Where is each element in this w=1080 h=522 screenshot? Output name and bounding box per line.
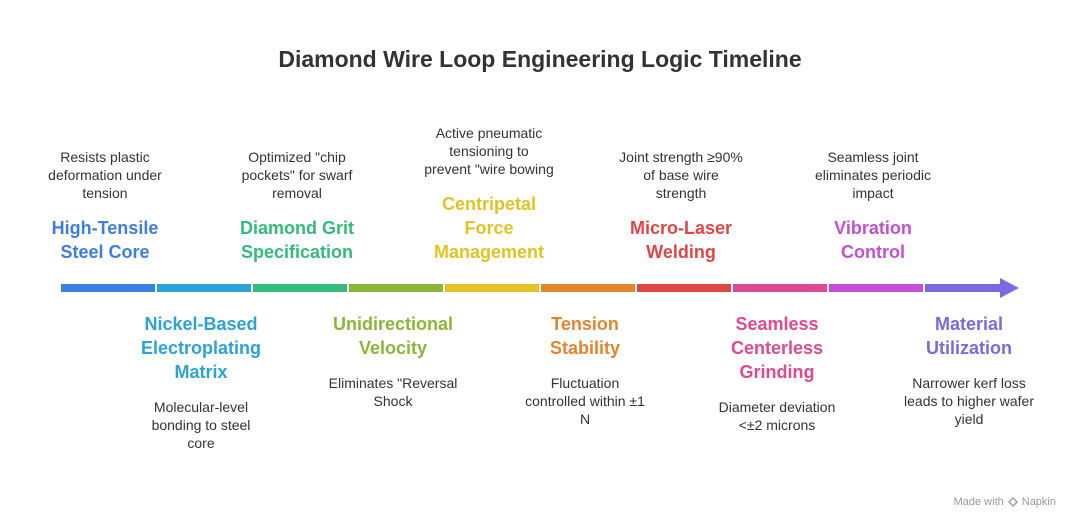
- timeline-item-description-line: eliminates periodic: [815, 167, 931, 183]
- timeline-item-label-line: Welding: [646, 242, 716, 262]
- timeline-segment: [541, 284, 635, 292]
- timeline-item-description-line: Optimized "chip: [248, 149, 346, 165]
- timeline-segment: [733, 284, 827, 292]
- timeline-item-description: Resists plastic deformation under tension: [30, 148, 180, 202]
- timeline-item-description-line: N: [579, 411, 591, 427]
- timeline-item-label-line: High-Tensile: [51, 218, 159, 238]
- timeline-item-description-line: yield: [954, 411, 984, 427]
- timeline-item-description-line: Resists plastic: [60, 149, 150, 165]
- timeline-item-label-line: Vibration: [834, 218, 912, 238]
- timeline-item-description-line: leads to higher wafer: [904, 393, 1034, 409]
- timeline-item-description-line: of base wire: [643, 167, 719, 183]
- timeline-item-label-line: Seamless: [735, 314, 819, 334]
- timeline-item-description-line: Fluctuation: [550, 375, 620, 391]
- timeline-item-label-line: Tension: [551, 314, 619, 334]
- timeline-segment: [445, 284, 539, 292]
- diagram-title: Diamond Wire Loop Engineering Logic Time…: [278, 46, 802, 72]
- timeline-item-description-line: strength: [655, 185, 707, 201]
- timeline-item-description-line: Joint strength ≥90%: [619, 149, 743, 165]
- timeline-item-description: Narrower kerf loss leads to higher wafer y…: [894, 374, 1044, 428]
- timeline-item-label-line: Material: [934, 314, 1004, 334]
- timeline-item-label-line: Force: [464, 218, 514, 238]
- timeline-item-label-line: Stability: [549, 338, 620, 358]
- timeline-item-description-line: pockets" for swarf: [241, 167, 353, 183]
- timeline-item-description: Molecular-level bonding to steel core: [126, 398, 276, 452]
- timeline-item-label-line: Management: [433, 242, 545, 262]
- timeline-item-description-line: Active pneumatic: [435, 125, 543, 141]
- timeline-item: Active pneumatic tensioning to prevent "wi…: [414, 124, 564, 264]
- timeline-segment: [925, 284, 1000, 292]
- timeline-item-description: Fluctuation controlled within ±1 N: [510, 374, 660, 428]
- timeline-item-label-line: Nickel-Based: [144, 314, 258, 334]
- timeline-item-description-line: Narrower kerf loss: [912, 375, 1026, 391]
- timeline-item-description-line: tensioning to: [449, 143, 529, 159]
- timeline-arrow-head: [1000, 278, 1019, 298]
- timeline-item-label-line: Micro-Laser: [629, 218, 733, 238]
- timeline-item-label-line: Grinding: [739, 362, 815, 382]
- timeline-item-description-line: impact: [852, 185, 894, 201]
- timeline-segment: [349, 284, 443, 292]
- timeline-item-label-line: Utilization: [926, 338, 1012, 358]
- timeline-item-description-line: <±2 microns: [738, 417, 816, 433]
- timeline-item-description: Active pneumatic tensioning to prevent "wi…: [414, 124, 564, 178]
- timeline-segment: [253, 284, 347, 292]
- timeline-item-description-line: Shock: [373, 393, 413, 409]
- timeline-item-label-line: Centerless: [730, 338, 824, 358]
- timeline-item-label-line: Centripetal: [441, 194, 537, 214]
- timeline-item-description-line: Eliminates "Reversal: [328, 375, 458, 391]
- timeline-item-description-line: prevent "wire bowing: [424, 161, 554, 177]
- timeline-item-description-line: tension: [82, 185, 128, 201]
- timeline-item-description: Joint strength ≥90% of base wire strength: [606, 148, 756, 202]
- timeline-item-description: Optimized "chip pockets" for swarf removal: [222, 148, 372, 202]
- timeline-item-description-line: Seamless joint: [827, 149, 919, 165]
- footer-brand: Napkin: [1021, 496, 1056, 508]
- timeline-item-label-line: Steel Core: [60, 242, 150, 262]
- timeline-item-description-line: controlled within ±1: [525, 393, 645, 409]
- timeline-item: Optimized "chip pockets" for swarf removal…: [222, 148, 372, 264]
- timeline-segment: [61, 284, 155, 292]
- timeline-item-label-line: Diamond Grit: [239, 218, 354, 238]
- footer-made-with: Made with: [953, 496, 1004, 508]
- timeline-segment: [637, 284, 731, 292]
- footer-attribution: Made with Napkin: [954, 496, 1056, 508]
- timeline-item-description-line: removal: [272, 185, 322, 201]
- timeline-item-label-line: Electroplating: [140, 338, 261, 358]
- timeline-segment: [829, 284, 923, 292]
- timeline-item-label-line: Specification: [240, 242, 354, 262]
- timeline-item-description-line: Diameter deviation: [718, 399, 836, 415]
- timeline-item-description-line: bonding to steel: [151, 417, 251, 433]
- timeline-item-description: Seamless joint eliminates periodic impact: [798, 148, 948, 202]
- timeline-item-description-line: Molecular-level: [153, 399, 249, 415]
- napkin-logo-icon: [1007, 497, 1018, 507]
- timeline-segment: [157, 284, 251, 292]
- timeline-item-description-line: deformation under: [48, 167, 162, 183]
- timeline-item-description: Diameter deviation <±2 microns: [702, 398, 852, 434]
- timeline-item-label-line: Matrix: [174, 362, 228, 382]
- timeline-item-label-line: Unidirectional: [332, 314, 453, 334]
- timeline-item-label-line: Control: [841, 242, 905, 262]
- timeline-item-description-line: core: [187, 435, 215, 451]
- timeline-item-label-line: Velocity: [358, 338, 428, 358]
